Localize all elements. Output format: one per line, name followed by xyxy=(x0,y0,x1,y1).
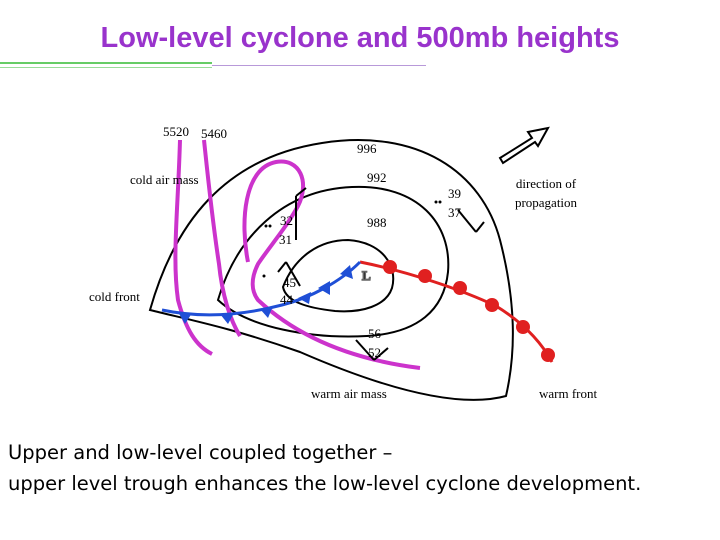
height-label-5460: 5460 xyxy=(201,126,227,141)
cold-front-triangle xyxy=(260,306,273,318)
slide-title: Low-level cyclone and 500mb heights xyxy=(100,22,620,54)
cold-front-triangle xyxy=(340,265,353,279)
caption-line-1: Upper and low-level coupled together – xyxy=(8,441,393,464)
station-model-4: 56 52 xyxy=(355,326,389,361)
station-model-2: 45 44 xyxy=(262,261,301,307)
isobar-label-992: 992 xyxy=(367,170,387,185)
title-underline-purple xyxy=(212,65,426,66)
cold-front-triangle xyxy=(318,281,330,295)
height-contour-loop xyxy=(242,159,421,370)
title-underline-green-thin xyxy=(0,67,212,68)
isobar-992 xyxy=(216,185,450,338)
isobar-label-996: 996 xyxy=(357,141,377,156)
height-contour-5520 xyxy=(173,139,213,356)
station-dewpoint: 37 xyxy=(448,205,462,220)
warm-front-bump xyxy=(383,260,397,274)
title-underline-green xyxy=(0,62,212,64)
cold-front-triangle xyxy=(298,292,311,304)
warm-front-label: warm front xyxy=(539,386,598,401)
warm-front-line xyxy=(359,260,554,363)
cold-front-label: cold front xyxy=(89,289,140,304)
warm-air-mass-label: warm air mass xyxy=(311,386,387,401)
station-temp: 45 xyxy=(283,275,296,290)
warm-front-bump xyxy=(418,269,432,283)
cold-air-mass-label: cold air mass xyxy=(130,172,199,187)
propagation-label-line1: direction of xyxy=(516,176,577,191)
station-model-3: 39 37 xyxy=(434,186,485,233)
station-dewpoint: 31 xyxy=(279,232,292,247)
warm-front-bump xyxy=(485,298,499,312)
propagation-arrow-icon xyxy=(498,126,550,165)
station-model-1: 32 31 xyxy=(264,187,307,247)
warm-front-bump xyxy=(516,320,530,334)
caption-line-2: upper level trough enhances the low-leve… xyxy=(8,472,642,495)
propagation-label-line2: propagation xyxy=(515,195,578,210)
station-temp: 32 xyxy=(280,213,293,228)
cold-front-triangle xyxy=(178,312,192,324)
height-contour-5460 xyxy=(202,139,242,338)
cold-front-line xyxy=(161,260,362,317)
station-dewpoint: 52 xyxy=(368,345,381,360)
height-label-5520: 5520 xyxy=(163,124,189,139)
isobar-988 xyxy=(281,238,395,313)
station-dewpoint: 44 xyxy=(280,292,294,307)
station-temp: 56 xyxy=(368,326,382,341)
isobar-label-988: 988 xyxy=(367,215,387,230)
low-pressure-symbol: L xyxy=(362,268,371,283)
cold-front-triangle xyxy=(220,313,234,324)
warm-front-bump xyxy=(453,281,467,295)
slide-caption: Upper and low-level coupled together – u… xyxy=(8,437,720,499)
warm-front-bump xyxy=(541,348,555,362)
isobar-996 xyxy=(148,139,514,401)
station-temp: 39 xyxy=(448,186,461,201)
